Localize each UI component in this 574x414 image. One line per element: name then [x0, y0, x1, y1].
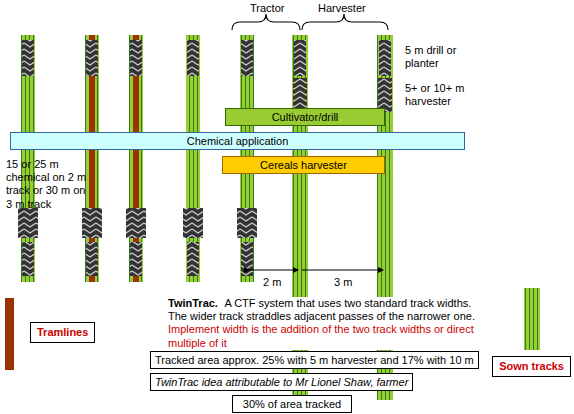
tyre-tread — [237, 208, 257, 238]
dimension-line — [302, 270, 383, 271]
box-text: 30% of area tracked — [243, 398, 341, 411]
side-note: 5 m drill or planter — [405, 44, 485, 70]
legend-label: Tramlines — [30, 322, 95, 343]
tyre-tread — [22, 40, 34, 76]
tyre-tread — [18, 208, 38, 238]
box-text: Tracked area approx. 25% with 5 m harves… — [155, 354, 474, 367]
dimension-label: 2 m — [263, 276, 281, 289]
group-label: Tractor — [250, 2, 284, 15]
implement-bar: Cereals harvester — [222, 156, 385, 174]
tyre-tread — [187, 242, 199, 276]
legend-swatch — [524, 288, 540, 350]
harvester-bracket — [302, 14, 388, 30]
description: TwinTrac. A CTF system that uses two sta… — [168, 297, 488, 350]
tyre-tread — [241, 40, 253, 76]
description-text: TwinTrac. — [168, 297, 218, 309]
implement-bar: Chemical application — [10, 132, 465, 150]
group-label: Harvester — [318, 2, 366, 15]
tyre-tread — [293, 78, 307, 112]
note-box: Tracked area approx. 25% with 5 m harves… — [150, 351, 479, 369]
tyre-tread — [378, 78, 392, 112]
sown-track — [186, 35, 200, 282]
box-text: Cereals harvester — [260, 159, 347, 172]
tyre-tread — [22, 242, 34, 276]
tyre-tread — [82, 208, 102, 238]
side-note: 15 or 25 m chemical on 2 m track or 30 m… — [6, 158, 88, 211]
dimension-label: 3 m — [334, 276, 352, 289]
implement-bar: Cultivator/drill — [225, 108, 385, 126]
sown-track — [85, 35, 99, 282]
description-text: Implement width is the addition of the t… — [168, 323, 488, 349]
tyre-tread — [86, 242, 98, 276]
legend-swatch-texture — [524, 288, 540, 350]
box-text: TwinTrac idea attributable to Mr Lionel … — [155, 376, 408, 389]
sown-track — [129, 35, 143, 282]
tyre-tread — [86, 40, 98, 76]
legend-label: Sown tracks — [492, 356, 571, 377]
tyre-tread — [130, 40, 142, 76]
tyre-tread — [130, 242, 142, 276]
side-note: 5+ or 10+ m harvester — [405, 82, 485, 108]
dimension-line — [249, 270, 298, 271]
tyre-tread — [241, 242, 253, 276]
tyre-tread — [126, 208, 146, 238]
tractor-bracket — [232, 14, 300, 30]
tyre-tread — [294, 40, 306, 76]
note-box: TwinTrac idea attributable to Mr Lionel … — [150, 373, 413, 391]
box-text: Cultivator/drill — [272, 111, 339, 124]
tyre-tread — [187, 40, 199, 76]
note-box: 30% of area tracked — [232, 395, 352, 413]
tyre-tread — [183, 208, 203, 238]
tyre-tread — [379, 40, 391, 76]
box-text: Chemical application — [187, 135, 289, 148]
legend-swatch — [5, 298, 14, 370]
